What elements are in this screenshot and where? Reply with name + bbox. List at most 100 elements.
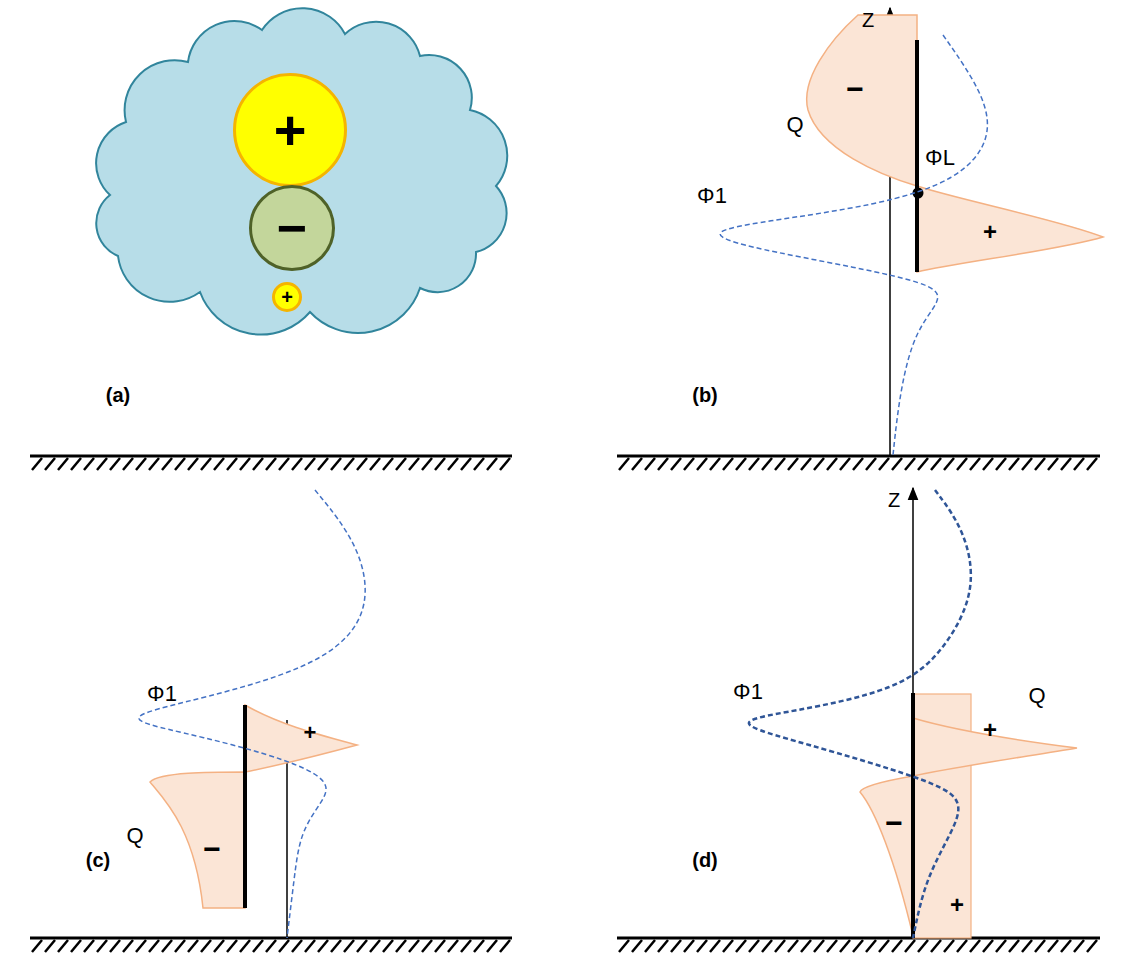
charge-sign: + bbox=[281, 287, 293, 307]
ground-hatch bbox=[918, 458, 928, 470]
charge-sign: + bbox=[304, 721, 317, 745]
ground-hatch bbox=[892, 940, 902, 952]
ground-hatch bbox=[253, 940, 263, 952]
charge-sign: + bbox=[274, 102, 307, 158]
ground-b bbox=[617, 456, 1100, 470]
ground-hatch bbox=[684, 940, 694, 952]
ground-hatch bbox=[474, 940, 484, 952]
ground-hatch bbox=[331, 458, 341, 470]
ground-hatch bbox=[188, 458, 198, 470]
ground-hatch bbox=[619, 458, 629, 470]
ground-hatch bbox=[422, 458, 432, 470]
ground-hatch bbox=[840, 458, 850, 470]
ground-hatch bbox=[175, 940, 185, 952]
ground-hatch bbox=[723, 458, 733, 470]
negative-charge-lobe bbox=[150, 772, 245, 908]
ground-hatch bbox=[123, 940, 133, 952]
negative-charge-region: − bbox=[249, 185, 335, 271]
charge-sign: + bbox=[983, 219, 997, 245]
charge-sign: − bbox=[846, 72, 864, 105]
ground-hatch bbox=[632, 458, 642, 470]
potential-label: Φ1 bbox=[733, 680, 763, 704]
ground-hatch bbox=[944, 458, 954, 470]
ground-hatch bbox=[344, 940, 354, 952]
ground-hatch bbox=[996, 940, 1006, 952]
ground-hatch bbox=[474, 458, 484, 470]
ground-d bbox=[617, 938, 1100, 952]
ground-line bbox=[617, 455, 1100, 458]
ground-hatch bbox=[240, 940, 250, 952]
ground-hatch bbox=[422, 940, 432, 952]
ground-hatch bbox=[1022, 458, 1032, 470]
ground-hatch bbox=[619, 940, 629, 952]
ground-hatch bbox=[710, 458, 720, 470]
ground-hatch bbox=[697, 940, 707, 952]
ground-hatch bbox=[45, 458, 55, 470]
ground-hatch bbox=[84, 458, 94, 470]
ground-hatch bbox=[879, 458, 889, 470]
ground-hatch bbox=[461, 940, 471, 952]
ground-hatch bbox=[58, 458, 68, 470]
ground-hatch bbox=[201, 458, 211, 470]
ground-hatch bbox=[123, 458, 133, 470]
positive-charge-lobe bbox=[917, 186, 1103, 272]
ground-hatch bbox=[827, 458, 837, 470]
ground-hatch bbox=[684, 458, 694, 470]
ground-hatch bbox=[45, 940, 55, 952]
ground-hatch bbox=[136, 458, 146, 470]
potential-label: Φ1 bbox=[147, 682, 177, 706]
ground-hatch bbox=[801, 940, 811, 952]
ground-hatch bbox=[1009, 940, 1019, 952]
ground-hatch bbox=[736, 940, 746, 952]
charge-sign: − bbox=[277, 202, 307, 254]
potential-curve bbox=[749, 490, 971, 938]
ground-hatch bbox=[149, 458, 159, 470]
charge-sign: − bbox=[203, 832, 221, 865]
ground-hatch bbox=[435, 940, 445, 952]
ground-hatch bbox=[396, 458, 406, 470]
ground-hatch bbox=[801, 458, 811, 470]
potential-label: ΦL bbox=[925, 146, 955, 170]
ground-hatch bbox=[318, 458, 328, 470]
ground-hatch bbox=[671, 458, 681, 470]
positive-charge-region: + bbox=[233, 73, 347, 187]
ground-hatch bbox=[996, 458, 1006, 470]
ground-hatch bbox=[723, 940, 733, 952]
ground-hatch bbox=[175, 458, 185, 470]
axis-label: Z bbox=[862, 9, 874, 31]
ground-hatch bbox=[110, 940, 120, 952]
ground-hatch bbox=[149, 940, 159, 952]
ground-hatch bbox=[814, 458, 824, 470]
ground-hatch bbox=[775, 458, 785, 470]
ground-hatch bbox=[318, 940, 328, 952]
ground-hatch bbox=[448, 940, 458, 952]
ground-hatch bbox=[32, 940, 42, 952]
potential-curve bbox=[139, 490, 365, 938]
ground-hatch bbox=[892, 458, 902, 470]
negative-charge-lobe bbox=[807, 15, 917, 186]
ground-hatch bbox=[448, 458, 458, 470]
ground-hatch bbox=[762, 940, 772, 952]
charge-label: Q bbox=[1028, 684, 1045, 708]
ground-hatch bbox=[487, 458, 497, 470]
ground-hatch bbox=[1048, 458, 1058, 470]
ground-hatch bbox=[383, 940, 393, 952]
ground-hatch bbox=[370, 458, 380, 470]
ground-hatch bbox=[500, 940, 510, 952]
leader-channel bbox=[243, 705, 247, 908]
thundercloud bbox=[96, 8, 507, 334]
ground-hatch bbox=[409, 940, 419, 952]
ground-line bbox=[30, 937, 512, 940]
panel-label: (b) bbox=[692, 384, 718, 406]
ground-hatch bbox=[1087, 940, 1097, 952]
ground-line bbox=[30, 455, 512, 458]
ground-hatch bbox=[370, 940, 380, 952]
ground-hatch bbox=[201, 940, 211, 952]
ground-hatch bbox=[775, 940, 785, 952]
ground-hatch bbox=[1035, 458, 1045, 470]
ground-hatch bbox=[853, 940, 863, 952]
ground-hatch bbox=[632, 940, 642, 952]
ground-hatch bbox=[970, 940, 980, 952]
ground-line bbox=[617, 937, 1100, 940]
ground-hatch bbox=[1061, 940, 1071, 952]
